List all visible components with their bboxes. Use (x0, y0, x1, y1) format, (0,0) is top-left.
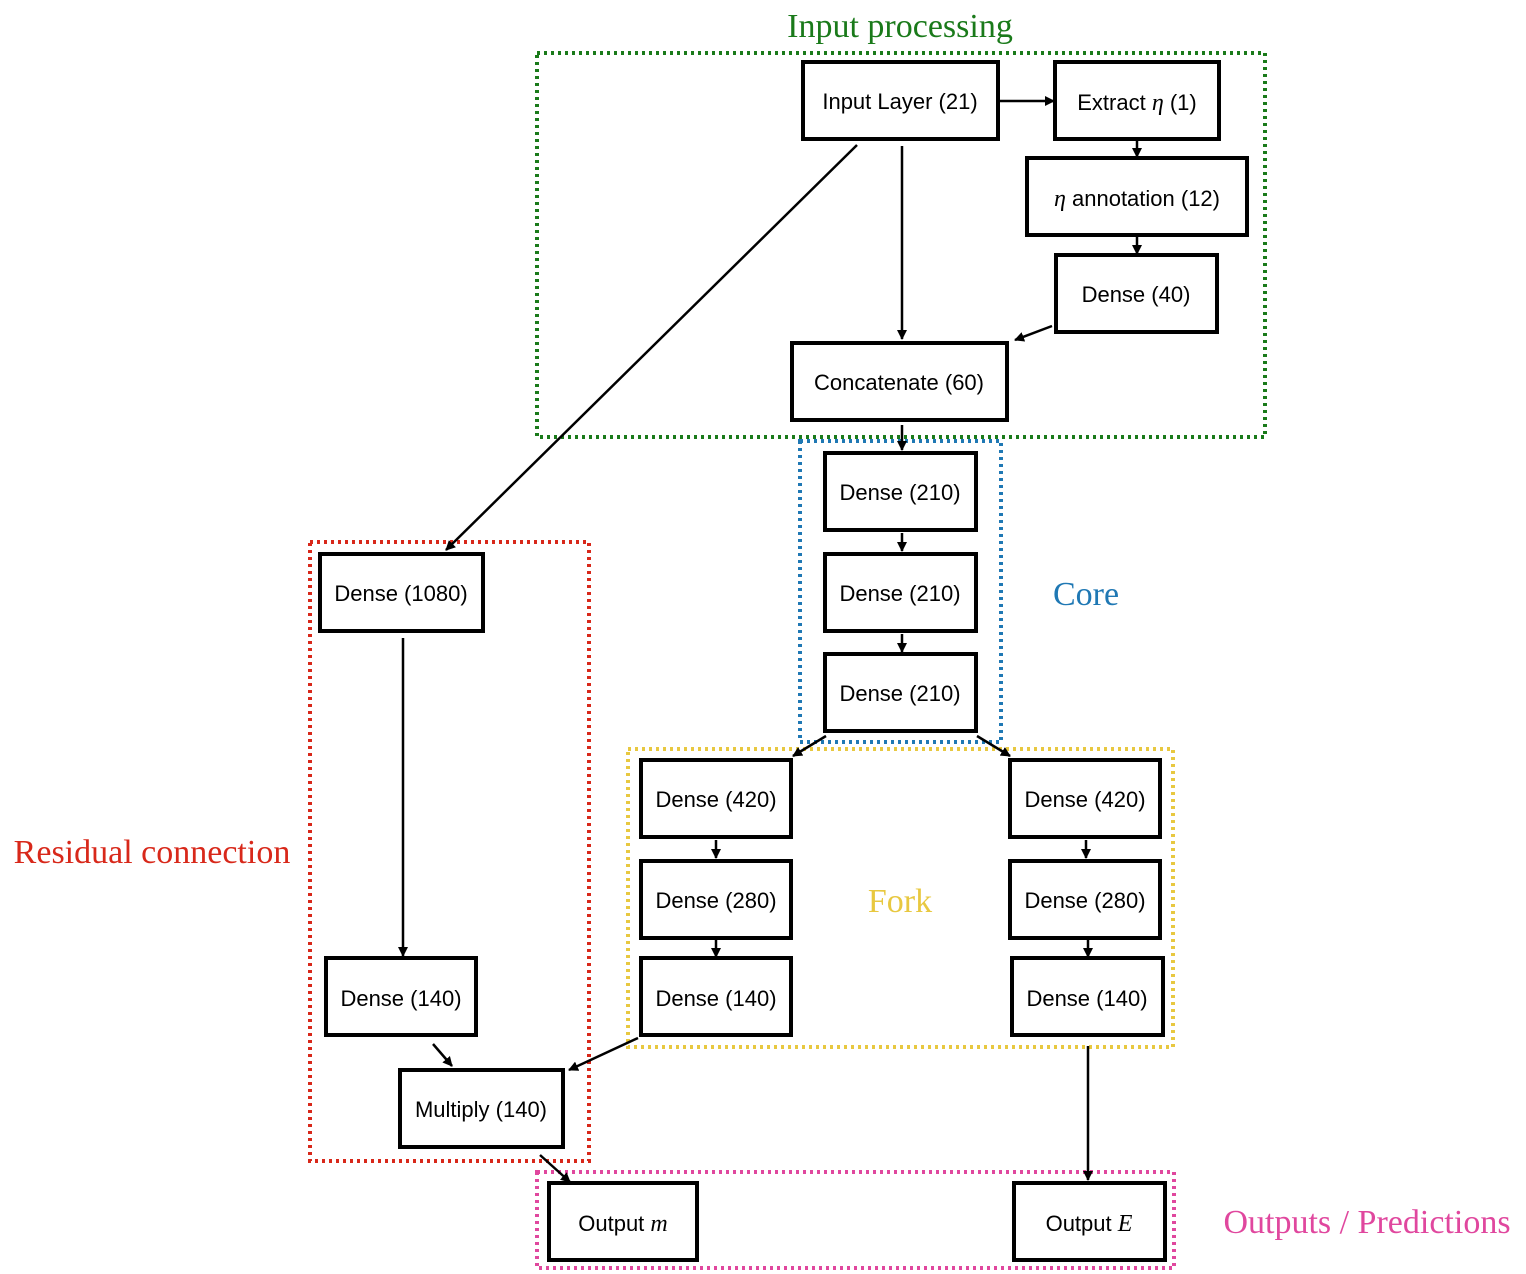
node-label: Dense (140) (1026, 986, 1147, 1011)
edges (398, 96, 1142, 1183)
svg-text:η annotation (12): η annotation (12) (1054, 186, 1220, 212)
edge-multiply-to-outputm (539, 1154, 571, 1183)
node-label: Dense (140) (655, 986, 776, 1011)
node-label: Concatenate (60) (814, 370, 984, 395)
node-fork-left-dense-140: Dense (140) (639, 956, 793, 1037)
node-dense-40: Dense (40) (1054, 253, 1219, 334)
node-label: Input Layer (21) (822, 89, 977, 114)
outputs-group (535, 1170, 1176, 1270)
node-core-dense-3: Dense (210) (823, 652, 978, 733)
node-label: Dense (420) (1024, 787, 1145, 812)
node-core-dense-1: Dense (210) (823, 451, 978, 532)
node-label: Dense (280) (1024, 888, 1145, 913)
outputs-title: Outputs / Predictions (1223, 1204, 1510, 1241)
node-label: Dense (1080) (334, 581, 467, 606)
core-title: Core (1053, 576, 1119, 613)
node-label: Dense (210) (839, 480, 960, 505)
node-fork-right-dense-420: Dense (420) (1008, 758, 1162, 839)
fork-title: Fork (868, 883, 932, 920)
node-concatenate: Concatenate (60) (790, 341, 1009, 422)
svg-text:Output m: Output m (578, 1211, 668, 1237)
residual-title: Residual connection (14, 834, 291, 871)
eta-symbol: η (1054, 186, 1066, 212)
node-label: Dense (210) (839, 681, 960, 706)
node-residual-dense-1080: Dense (1080) (318, 552, 485, 633)
input-processing-group (535, 51, 1267, 439)
node-label: Dense (420) (655, 787, 776, 812)
node-label: Dense (210) (839, 581, 960, 606)
edge-input-to-dense1080 (445, 144, 858, 551)
node-input-layer: Input Layer (21) (801, 60, 1000, 141)
node-fork-left-dense-420: Dense (420) (639, 758, 793, 839)
residual-group (308, 540, 591, 1163)
node-label-prefix: Output (578, 1211, 650, 1236)
svg-text:Output E: Output E (1046, 1211, 1133, 1237)
fork-group (626, 747, 1175, 1049)
edge-core3-to-forkleft (792, 734, 827, 758)
node-label: Dense (40) (1082, 282, 1191, 307)
e-symbol: E (1117, 1211, 1133, 1237)
node-label: Dense (280) (655, 888, 776, 913)
eta-symbol: η (1152, 90, 1164, 116)
node-multiply: Multiply (140) (398, 1068, 565, 1149)
node-fork-right-dense-280: Dense (280) (1008, 859, 1162, 940)
node-residual-dense-140: Dense (140) (324, 956, 478, 1037)
node-fork-left-dense-280: Dense (280) (639, 859, 793, 940)
edge-dense140-to-multiply (432, 1043, 453, 1067)
node-label-prefix: Extract (1077, 90, 1152, 115)
node-label-suffix: annotation (12) (1066, 186, 1220, 211)
m-symbol: m (650, 1211, 667, 1237)
node-label: Multiply (140) (415, 1097, 547, 1122)
node-output-e: Output E (1012, 1181, 1167, 1262)
node-extract-eta: Extract η (1) (1053, 60, 1221, 141)
node-core-dense-2: Dense (210) (823, 552, 978, 633)
node-label-prefix: Output (1046, 1211, 1118, 1236)
node-label-suffix: (1) (1164, 90, 1197, 115)
edge-dense40-to-concatenate (1014, 324, 1053, 342)
input-processing-title: Input processing (787, 8, 1013, 45)
node-eta-annotation: η annotation (12) (1025, 156, 1249, 237)
edge-forkl3-to-multiply (568, 1036, 639, 1072)
node-output-m: Output m (547, 1181, 699, 1262)
node-fork-right-dense-140: Dense (140) (1010, 956, 1165, 1037)
edge-core3-to-forkright (976, 734, 1011, 758)
svg-text:Extract η (1): Extract η (1) (1077, 90, 1196, 116)
node-label: Dense (140) (340, 986, 461, 1011)
